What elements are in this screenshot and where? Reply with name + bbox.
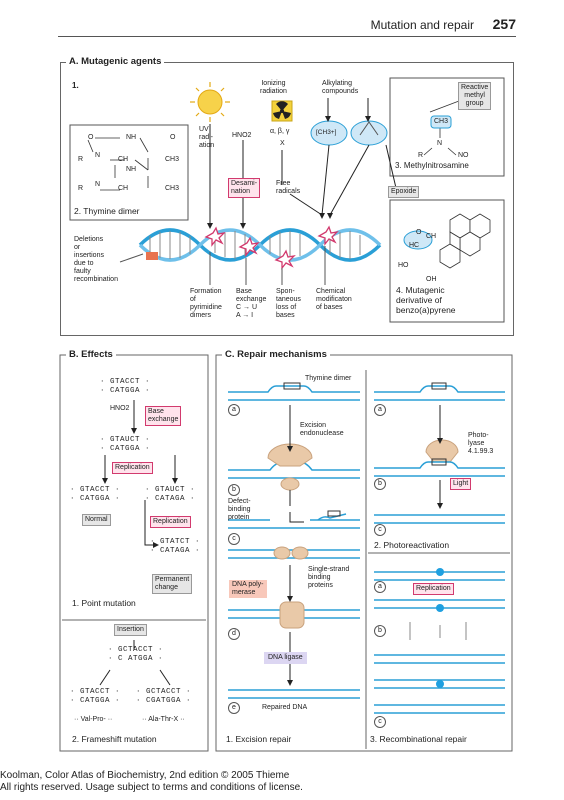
seq-2: · GTAUCT ·· CATGGA · bbox=[100, 436, 151, 453]
thymine-dimer-c: Thymine dimer bbox=[305, 375, 352, 382]
step-a-2: a bbox=[374, 404, 386, 416]
chem-r-1: R bbox=[78, 156, 84, 163]
chem-ch-1: CH bbox=[118, 156, 129, 163]
hno2-label: HNO2 bbox=[232, 132, 252, 139]
page-header: Mutation and repair 257 bbox=[58, 16, 516, 37]
light-label: Light bbox=[450, 478, 472, 490]
footer-line-1: Koolman, Color Atlas of Biochemistry, 2n… bbox=[0, 770, 290, 781]
reactive-methyl-label: Reactive methyl group bbox=[458, 82, 492, 110]
formation-label: Formation of pyrimidine dimers bbox=[190, 288, 222, 319]
chapter-title: Mutation and repair bbox=[370, 18, 474, 32]
photolyase-label: Photo- lyase 4.1.99.3 bbox=[468, 432, 494, 455]
replication-b2: Replication bbox=[150, 516, 191, 528]
insertion-label: Insertion bbox=[114, 624, 147, 636]
chem-ch3-2: CH3 bbox=[165, 185, 180, 192]
recombinational-caption: 3. Recombinational repair bbox=[370, 734, 467, 744]
step-a-1: a bbox=[228, 404, 240, 416]
spontaneous-label: Spon- taneous loss of bases bbox=[276, 288, 301, 319]
deletions-label: Deletions or insertions due to faulty re… bbox=[74, 236, 118, 283]
hno2-b: HNO2 bbox=[110, 405, 130, 412]
step-e-1: e bbox=[228, 702, 240, 714]
single-strand-label: Single-strand binding proteins bbox=[308, 566, 350, 589]
chemical-label: Chemical modificaton of bases bbox=[316, 288, 352, 311]
methyl-nitrosamine-caption: 3. Methylnitrosamine bbox=[395, 161, 469, 170]
base-exchange-b: Base exchange bbox=[145, 406, 182, 426]
section-b-title: B. Effects bbox=[66, 349, 116, 360]
dna-ligase-label: DNA ligase bbox=[264, 652, 307, 664]
section-c-title: C. Repair mechanisms bbox=[222, 349, 330, 360]
base-exchange-label: Base exchange C → U A → I bbox=[236, 288, 267, 319]
chem-o-1: O bbox=[88, 134, 94, 141]
section-a-number: 1. bbox=[72, 81, 79, 90]
sun-icon bbox=[190, 82, 230, 122]
step-c-2: c bbox=[374, 524, 386, 536]
chem-o-2: O bbox=[170, 134, 176, 141]
replication-c: Replication bbox=[413, 583, 454, 595]
chem-o-benzo: O bbox=[416, 229, 422, 236]
frameshift-caption: 2. Frameshift mutation bbox=[72, 734, 157, 744]
permanent-label: Permanent change bbox=[152, 574, 193, 594]
step-b-3: b bbox=[374, 625, 386, 637]
chem-r-methyl: R bbox=[418, 152, 424, 159]
normal-label: Normal bbox=[82, 514, 111, 526]
seq-7: · GTACCT ·· CATGGA · bbox=[70, 688, 121, 705]
section-a-frame bbox=[60, 62, 514, 336]
dna-poly-label: DNA poly- merase bbox=[229, 580, 267, 598]
repaired-label: Repaired DNA bbox=[262, 704, 308, 711]
chem-n-methyl: N bbox=[437, 140, 443, 147]
alkylating-label: Alkylating compounds bbox=[322, 80, 359, 95]
step-b-1: b bbox=[228, 484, 240, 496]
step-a-3: a bbox=[374, 581, 386, 593]
replication-b1: Replication bbox=[112, 462, 153, 474]
ala-thr-label: ·· Ala-Thr-X ·· bbox=[142, 716, 185, 723]
chem-n-2: N bbox=[95, 181, 101, 188]
chem-hc-benzo: HC bbox=[409, 242, 420, 249]
step-b-2: b bbox=[374, 478, 386, 490]
ch3-label: [CH3+] bbox=[316, 129, 337, 136]
thymine-dimer-caption: 2. Thymine dimer bbox=[74, 206, 140, 216]
deamination-label: Desami- nation bbox=[228, 178, 261, 198]
defect-binding-label: Defect- binding protein bbox=[228, 498, 251, 521]
seq-5: · GTATCT ·· CATAGA · bbox=[150, 538, 201, 555]
epoxide-label: Epoxide bbox=[388, 186, 420, 198]
uv-label: UV radi- ation bbox=[199, 126, 215, 149]
chem-ch3-1: CH3 bbox=[165, 156, 180, 163]
chem-n-1: N bbox=[95, 152, 101, 159]
chem-ch-2: CH bbox=[118, 185, 129, 192]
val-pro-label: ·· Val-Pro- ·· bbox=[74, 716, 113, 723]
footer: Koolman, Color Atlas of Biochemistry, 2n… bbox=[0, 770, 303, 794]
section-a-title: A. Mutagenic agents bbox=[66, 56, 165, 67]
excision-endo-label: Excision endonuclease bbox=[300, 422, 344, 437]
seq-1: · GTACCT ·· CATGGA · bbox=[100, 378, 151, 395]
chem-nh-2: NH bbox=[126, 166, 137, 173]
seq-4: · GTAUCT ·· CATAGA · bbox=[145, 486, 196, 503]
ionizing-label: Ionizing radiation bbox=[260, 80, 287, 95]
point-mutation-caption: 1. Point mutation bbox=[72, 598, 136, 608]
benzo-caption: 4. Mutagenic derivative of benzo(a)pyren… bbox=[396, 285, 456, 315]
photoreactivation-caption: 2. Photoreactivation bbox=[374, 540, 450, 550]
step-c-1: c bbox=[228, 533, 240, 545]
seq-6: · GCTACCT ·· C ATGGA · bbox=[108, 646, 164, 663]
radiation-icon bbox=[271, 100, 293, 122]
dna-helix bbox=[138, 228, 382, 262]
chem-ch3-methyl: CH3 bbox=[434, 118, 449, 125]
footer-line-2: All rights reserved. Usage subject to te… bbox=[0, 782, 303, 793]
chem-no-methyl: NO bbox=[458, 152, 469, 159]
chem-oh-benzo: OH bbox=[426, 276, 437, 283]
free-radicals-label: Free radicals bbox=[276, 180, 301, 195]
chem-ch-benzo: CH bbox=[426, 233, 437, 240]
excision-repair-caption: 1. Excision repair bbox=[226, 734, 292, 744]
seq-3: · GTACCT ·· CATGGA · bbox=[70, 486, 121, 503]
seq-8: · GCTACCT ·· CGATGGA · bbox=[136, 688, 192, 705]
page-number: 257 bbox=[492, 16, 516, 32]
chem-ho-benzo: HO bbox=[398, 262, 409, 269]
chem-nh-1: NH bbox=[126, 134, 137, 141]
step-d-1: d bbox=[228, 628, 240, 640]
x-label: X bbox=[280, 140, 285, 147]
step-c-3: c bbox=[374, 716, 386, 728]
abg-label: α, β, γ bbox=[270, 128, 290, 135]
chem-r-2: R bbox=[78, 185, 84, 192]
